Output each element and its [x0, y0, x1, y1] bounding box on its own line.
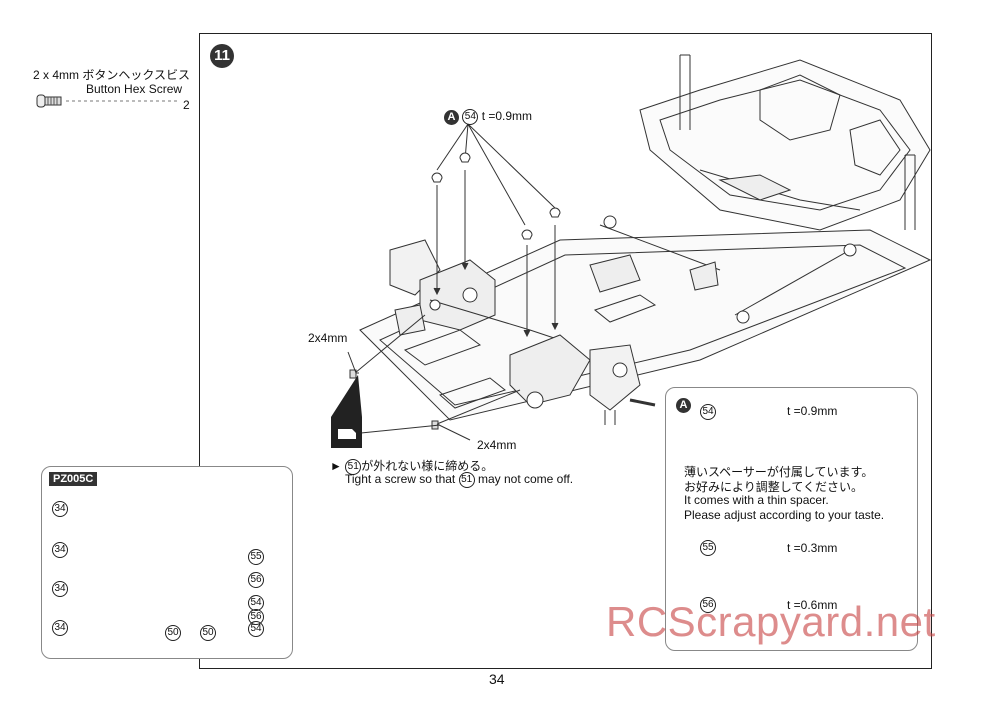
screw-label-upper: 2x4mm: [308, 331, 348, 345]
spacer-thickness: t =0.9mm: [481, 109, 533, 124]
part-number-circle: 51: [345, 458, 362, 475]
sprue-label: 56: [248, 571, 264, 589]
inset-thickness-54: t =0.9mm: [787, 404, 838, 418]
sprue-label: 50: [200, 624, 216, 642]
sprue-label: 55: [248, 548, 264, 566]
sprue-label: 50: [165, 624, 181, 642]
part-number-circle: 54: [700, 404, 716, 420]
sprue-label: 34: [52, 580, 68, 598]
step-frame: [199, 33, 932, 669]
inset-part-54: 54: [700, 404, 716, 420]
inset-note-en-2: Please adjust according to your taste.: [684, 508, 885, 522]
instruction-en-prefix: Tight a screw so that: [345, 472, 456, 487]
sprue-code: PZ005C: [49, 472, 98, 486]
inset-marker: A: [676, 397, 691, 415]
screw-size: 2 x 4mm: [33, 68, 80, 82]
triangle-bullet-icon: ►: [330, 459, 342, 473]
inset-thickness-55: t =0.3mm: [787, 541, 838, 555]
step-number-badge: 11: [210, 44, 234, 68]
part-number-circle: 54: [462, 109, 479, 125]
screw-label-lower: 2x4mm: [477, 438, 517, 452]
inset-note-jp-2: お好みにより調整してください。: [684, 480, 864, 494]
inset-thickness-56: t =0.6mm: [787, 598, 838, 612]
sprue-label: 34: [52, 619, 68, 637]
page-number: 34: [489, 671, 505, 687]
watermark: RCScrapyard.net: [606, 598, 936, 645]
sprue-label: 54: [248, 620, 264, 638]
spacer-callout: A 54 t =0.9mm: [444, 109, 532, 125]
inset-part-55: 55: [700, 540, 716, 556]
part-number-circle: 51: [458, 472, 475, 488]
part-number-circle: 56: [700, 597, 716, 613]
screw-size-label: 2 x 4mm ボタンヘックスビス: [33, 66, 190, 83]
instruction-jp-text: が外れない様に締める。: [361, 459, 494, 473]
inset-note-jp-1: 薄いスペーサーが付属しています。: [684, 465, 874, 479]
screw-name-en: Button Hex Screw: [86, 82, 183, 96]
instruction-en-suffix: may not come off.: [477, 472, 574, 487]
instruction-en: Tight a screw so that 51 may not come of…: [345, 472, 573, 488]
sprue-label: 34: [52, 541, 68, 559]
screw-name-jp: ボタンヘックスビス: [82, 68, 191, 82]
marker-a-badge: A: [444, 109, 459, 125]
sprue-label: 34: [52, 500, 68, 518]
marker-a-badge: A: [676, 398, 691, 414]
inset-note-en-1: It comes with a thin spacer.: [684, 493, 829, 507]
part-number-circle: 55: [700, 540, 716, 556]
inset-part-56: 56: [700, 597, 716, 613]
screw-quantity: 2: [183, 98, 190, 112]
